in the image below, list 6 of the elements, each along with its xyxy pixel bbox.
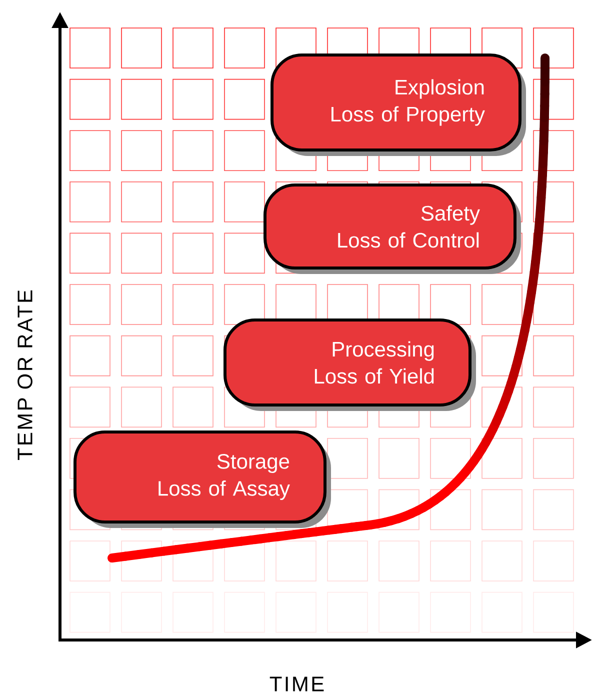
rounded-box: Storage Loss of Assay: [74, 430, 331, 528]
rounded-box: Processing Loss of Yield: [224, 318, 476, 411]
axis-label: TEMP OR RATE: [18, 290, 32, 460]
rounded-box: Safety Loss of Control: [264, 184, 521, 274]
rounded-box: Explosion Loss of Property: [270, 54, 526, 156]
axis-label: TIME: [270, 676, 324, 692]
